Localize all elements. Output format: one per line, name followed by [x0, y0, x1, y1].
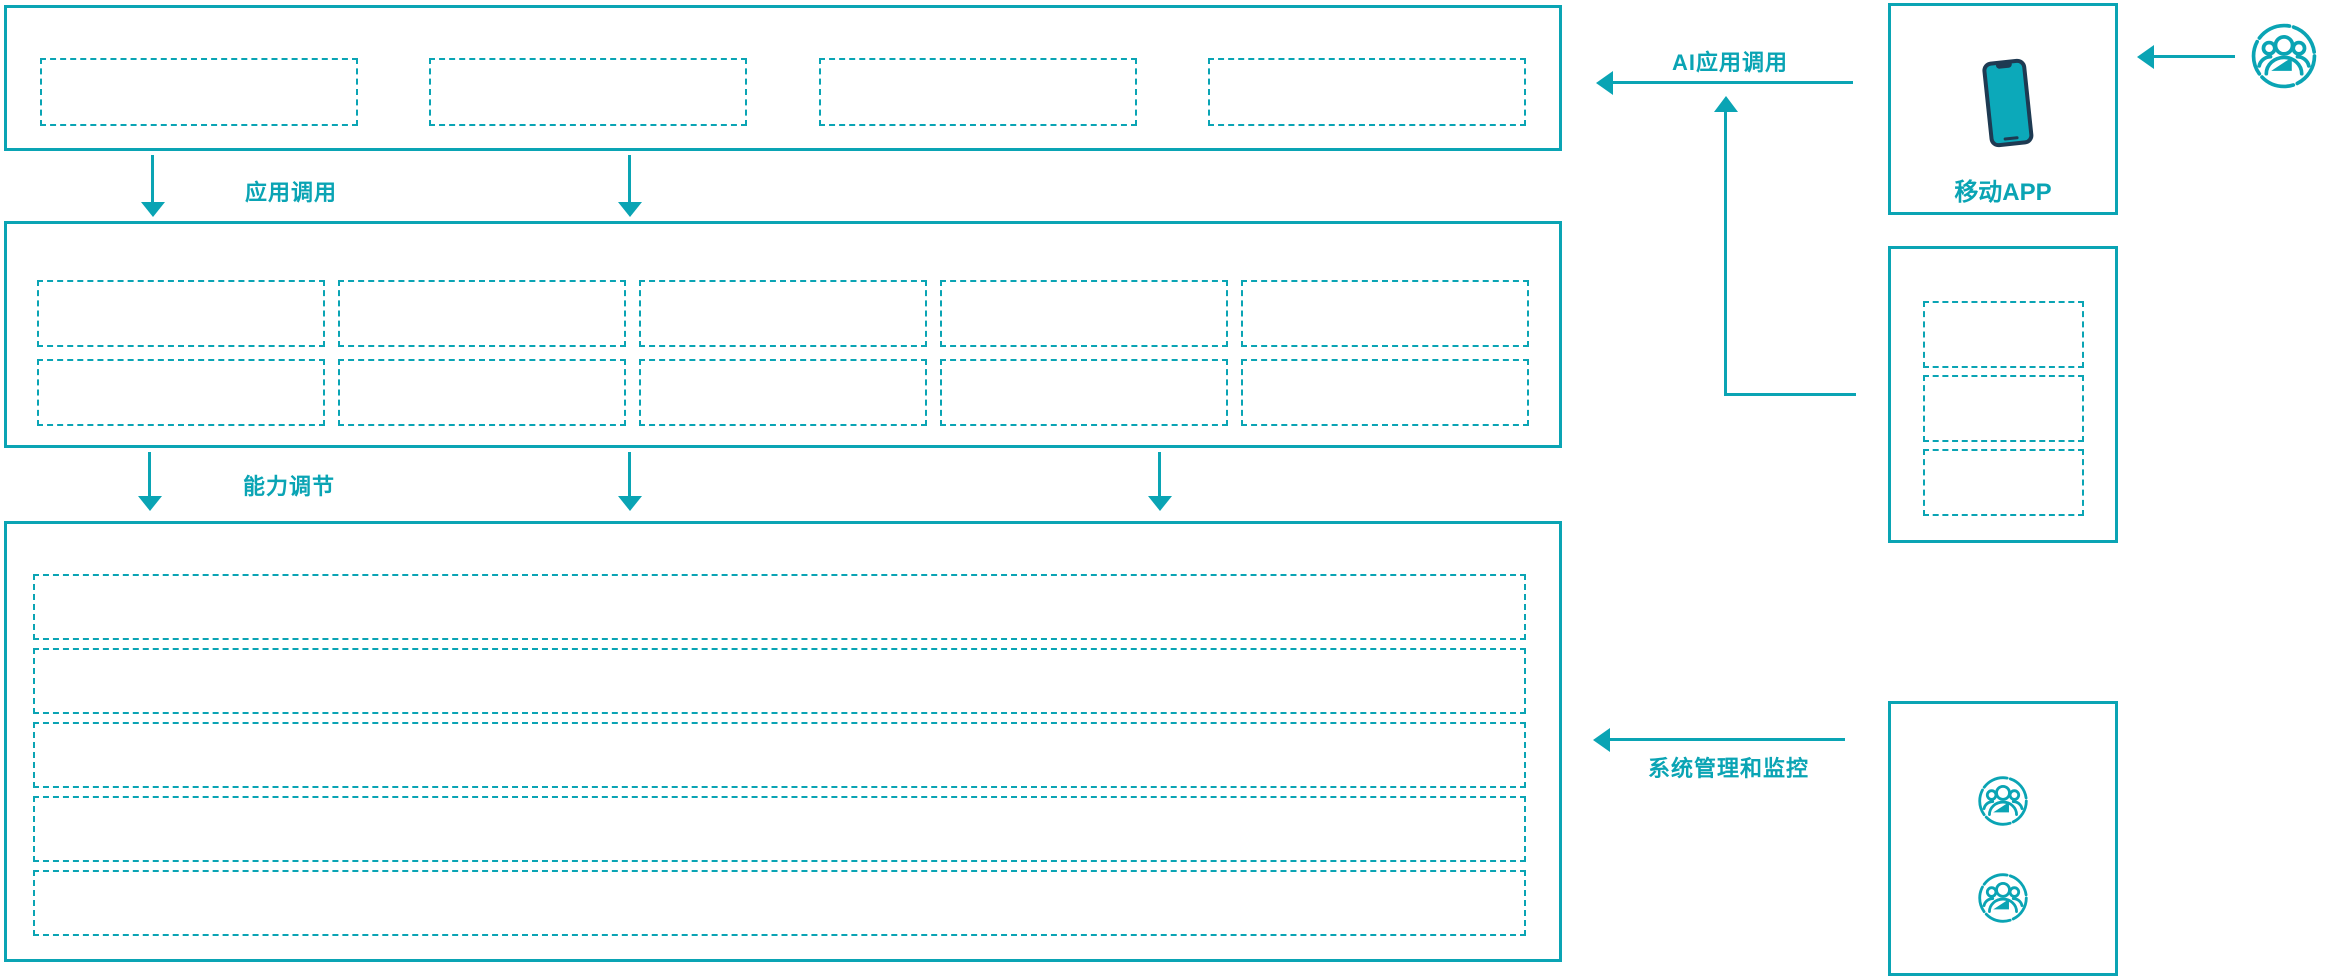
flow-arrow-app-call-1-head [141, 202, 165, 217]
mobile-app-box: 移动APP [1888, 3, 2118, 215]
application-slot [40, 58, 358, 126]
system-monitor-label: 系统管理和监控 [1648, 756, 1810, 781]
module-connector-arrow-head [1714, 96, 1738, 112]
platform-rows [7, 524, 1559, 936]
capability-slot-row-2 [7, 359, 1559, 426]
system-monitor-arrow-shaft [1608, 738, 1845, 741]
application-slot-row [7, 58, 1559, 126]
system-monitor-arrow-head [1593, 728, 1610, 752]
operations-user-icons [1891, 704, 2115, 924]
ai-app-call-arrow-head [1596, 71, 1613, 95]
platform-row [33, 574, 1526, 640]
application-slot [429, 58, 748, 126]
platform-row [33, 722, 1526, 788]
platform-row [33, 796, 1526, 862]
flow-arrow-capability-3-shaft [1158, 452, 1161, 499]
flow-arrow-capability-1-head [138, 496, 162, 511]
ai-app-call-label: AI应用调用 [1672, 50, 1789, 75]
module-slot [1922, 301, 2084, 368]
smartphone-icon [1982, 58, 2034, 148]
module-connector-horizontal [1726, 393, 1856, 396]
flow-arrow-capability-2-shaft [628, 452, 631, 499]
flow-arrow-capability-3-head [1148, 496, 1172, 511]
flow-arrow-app-call-1-shaft [151, 155, 154, 205]
capability-slot [338, 359, 626, 426]
module-slot [1922, 449, 2084, 516]
flow-arrow-capability-2-head [618, 496, 642, 511]
capability-slot [338, 280, 626, 347]
capability-slot [1241, 359, 1529, 426]
end-user-group-icon [2251, 23, 2317, 89]
end-user-arrow-shaft [2152, 55, 2235, 58]
flow-arrow-app-call-2-head [618, 202, 642, 217]
capability-adjust-label: 能力调节 [243, 474, 336, 499]
application-layer-box [4, 5, 1562, 151]
module-box [1888, 246, 2118, 543]
module-slot [1922, 375, 2084, 442]
module-slots [1891, 249, 2115, 516]
capability-slot [639, 359, 927, 426]
platform-row [33, 870, 1526, 936]
module-connector-vertical [1724, 110, 1727, 396]
capability-slot [639, 280, 927, 347]
ai-app-call-arrow-shaft [1611, 81, 1853, 84]
flow-arrow-app-call-2-shaft [628, 155, 631, 205]
capability-layer-box [4, 221, 1562, 448]
admin-user-group-icon [1978, 776, 2028, 826]
capability-slot [940, 280, 1228, 347]
app-call-label: 应用调用 [245, 180, 338, 205]
capability-slot [940, 359, 1228, 426]
platform-layer-box [4, 521, 1562, 962]
mobile-app-label: 移动APP [1954, 179, 2052, 206]
capability-slot [37, 359, 325, 426]
capability-slot [37, 280, 325, 347]
end-user-arrow-head [2137, 45, 2154, 69]
application-slot [1207, 58, 1526, 126]
admin-user-group-icon [1978, 873, 2028, 923]
capability-slot [1241, 280, 1529, 347]
flow-arrow-capability-1-shaft [148, 452, 151, 499]
capability-slot-row-1 [7, 280, 1559, 347]
operations-box [1888, 701, 2118, 976]
application-slot [818, 58, 1137, 126]
platform-row [33, 648, 1526, 714]
